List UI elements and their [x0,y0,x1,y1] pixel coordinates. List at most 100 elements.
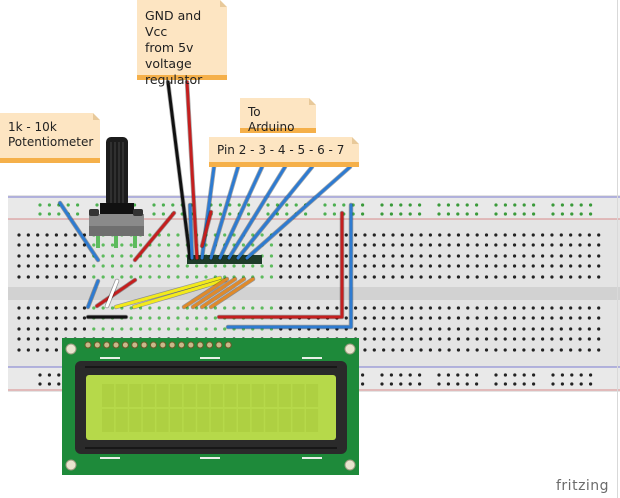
breadboard-hole [260,275,264,279]
breadboard-hole [54,348,59,352]
breadboard-hole [410,243,414,247]
breadboard-hole [82,275,87,279]
breadboard-hole [587,264,591,268]
breadboard-hole [438,327,442,331]
breadboard-hole [95,203,99,207]
breadboard-hole [344,264,348,268]
breadboard-hole [494,264,498,268]
breadboard-hole [408,382,412,386]
breadboard-hole [410,233,414,237]
breadboard-hole [400,243,404,247]
breadboard-hole [354,316,358,320]
breadboard-hole [484,275,489,279]
breadboard-hole [456,264,461,268]
breadboard-hole [45,337,49,341]
breadboard-hole [399,382,403,386]
breadboard-hole [550,254,554,258]
breadboard-hole [541,306,545,310]
breadboard-hole [372,348,376,352]
breadboard-hole [522,327,526,331]
lcd-mount-hole [344,343,356,355]
breadboard-hole [456,373,460,377]
breadboard-hole [110,306,115,310]
breadboard-hole [578,254,582,258]
breadboard-hole [120,275,124,279]
breadboard-hole [597,264,601,268]
breadboard-hole [419,264,423,268]
breadboard-hole [587,327,591,331]
breadboard-hole [223,275,227,279]
breadboard-hole [522,348,526,352]
breadboard-hole [54,327,59,331]
breadboard-hole [400,327,404,331]
breadboard-hole [569,254,573,258]
breadboard-hole [438,275,442,279]
breadboard-hole [569,327,573,331]
breadboard-hole [64,327,68,331]
breadboard-hole [185,264,189,268]
breadboard-hole [418,373,422,377]
breadboard-hole [559,264,563,268]
breadboard-hole [297,306,302,310]
breadboard-hole [400,275,404,279]
breadboard-hole [531,348,535,352]
breadboard-hole [484,233,489,237]
rail-blue-wire [188,203,194,260]
breadboard-hole [307,264,311,268]
breadboard-hole [92,275,96,279]
breadboard-hole [307,275,311,279]
breadboard-hole [475,275,479,279]
breadboard-hole [195,264,199,268]
breadboard-hole [456,254,461,258]
breadboard-hole [484,306,489,310]
breadboard-hole [218,203,222,207]
breadboard-hole [484,327,489,331]
lcd-character-cell [156,409,169,432]
breadboard-hole [579,203,583,207]
breadboard-hole [241,264,245,268]
lcd-vss-wire [86,279,100,309]
breadboard-hole [17,316,21,320]
breadboard-hole [560,382,565,386]
breadboard-hole [17,306,21,310]
breadboard-hole [522,382,526,386]
breadboard-hole [316,233,320,237]
breadboard-hole [325,264,330,268]
breadboard-hole [372,306,376,310]
pot-ground-wire [58,201,100,262]
potentiometer-pin [114,236,118,248]
breadboard-hole [372,243,376,247]
breadboard-hole [408,203,412,207]
breadboard-hole [361,203,365,207]
lcd-character-cell [197,409,210,432]
breadboard-hole [297,275,302,279]
breadboard-hole [82,327,87,331]
breadboard-hole [54,316,59,320]
breadboard-hole [335,275,339,279]
breadboard-hole [223,264,227,268]
breadboard-hole [559,243,563,247]
breadboard-hole [559,337,563,341]
breadboard-hole [17,264,21,268]
breadboard-hole [152,212,156,216]
breadboard-hole [269,243,274,247]
arduino-pin-wire [209,165,240,260]
lcd-character-cell [306,409,319,432]
breadboard-hole [570,373,574,377]
lcd-data-wire [191,277,237,309]
breadboard-hole [382,327,386,331]
breadboard-hole [513,212,517,216]
breadboard-hole [589,203,593,207]
lcd-character-cell [183,409,196,432]
breadboard-hole [456,382,460,386]
breadboard-hole [560,373,565,377]
breadboard-hole [251,264,255,268]
breadboard-hole [332,203,336,207]
breadboard-hole [456,203,460,207]
breadboard-hole [447,348,451,352]
breadboard-hole [176,254,180,258]
breadboard-hole [587,348,591,352]
breadboard-hole [36,233,40,237]
breadboard-hole [167,306,171,310]
breadboard-hole [559,254,563,258]
